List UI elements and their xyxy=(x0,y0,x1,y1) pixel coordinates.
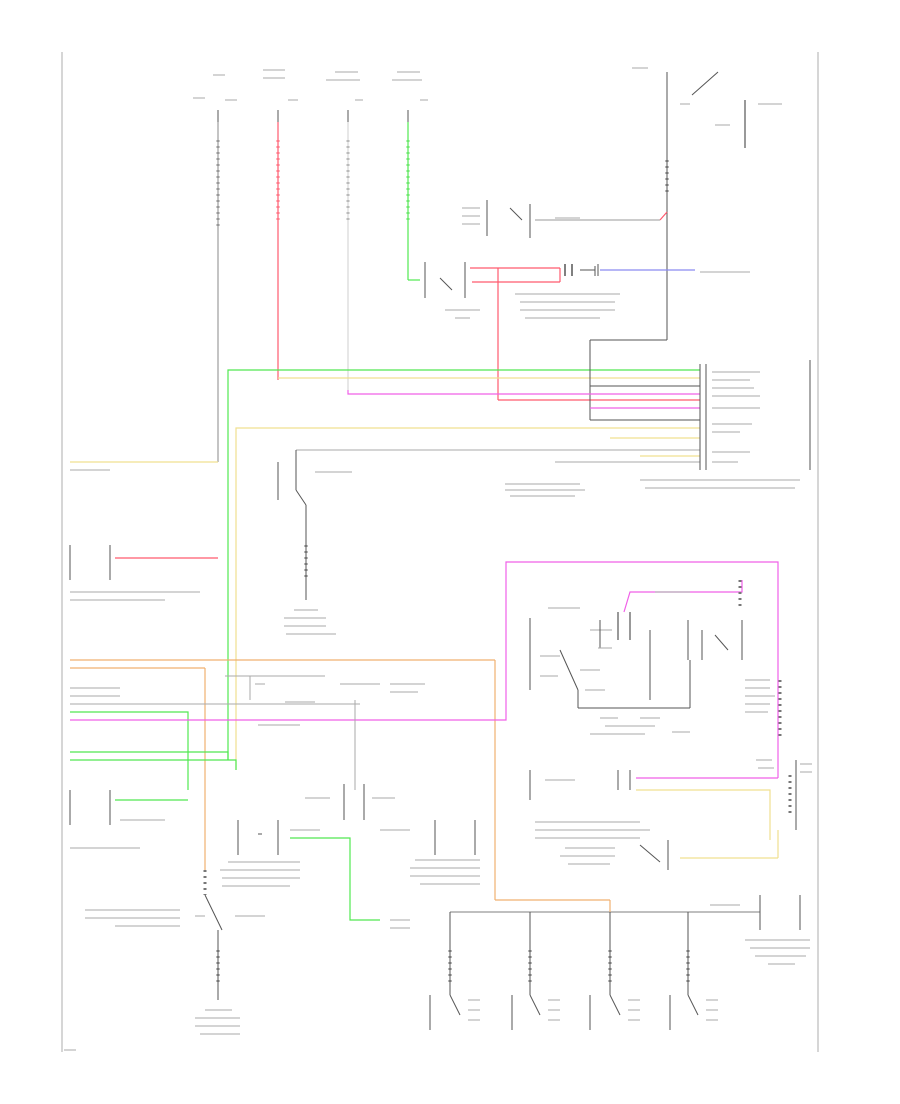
fuse-connector-4 xyxy=(392,71,428,122)
left-mid-connector xyxy=(70,561,779,900)
door-lock-center xyxy=(237,784,480,929)
wire-pink-mid xyxy=(70,561,779,740)
fuse-connector-3 xyxy=(326,71,363,122)
fuse-connector-2 xyxy=(263,69,298,122)
door-switch-rf xyxy=(511,912,560,1030)
lower-left-module xyxy=(69,790,188,849)
module-pin-labels xyxy=(505,371,800,497)
top-right-switch xyxy=(632,67,782,340)
door-switch-1 xyxy=(462,200,668,238)
door-latch-switch xyxy=(85,861,300,1035)
wire-yellow-bus2 xyxy=(235,427,700,770)
door-switch-lr xyxy=(589,912,640,1030)
lamp-connector-block xyxy=(408,262,750,401)
vertical-wires-top xyxy=(216,122,410,462)
door-ajar-switches xyxy=(429,895,810,1030)
wire-green-mid xyxy=(70,711,189,790)
seatbelt-switch xyxy=(277,462,352,635)
left-module-red xyxy=(69,545,218,601)
left-connector-top xyxy=(70,461,218,471)
module-bus-wires xyxy=(227,339,811,770)
wire-pink-bus1 xyxy=(347,390,700,395)
wire-green-bus xyxy=(227,369,700,760)
top-fuse-connectors xyxy=(193,69,428,122)
door-switch-rr xyxy=(669,912,718,1030)
door-switch-lf xyxy=(429,912,480,1030)
ignition-switch xyxy=(529,580,782,740)
key-warning-switch xyxy=(529,740,812,870)
fuse-connector-1 xyxy=(193,74,237,122)
